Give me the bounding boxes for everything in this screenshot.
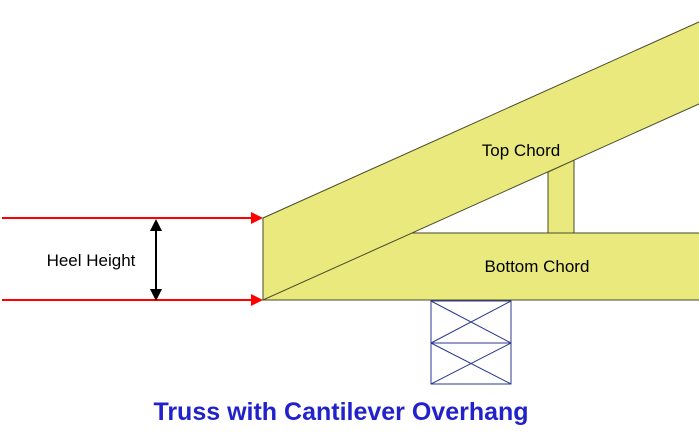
red-arrow-top-head (251, 212, 263, 224)
wall-x-bottom-diagonal-2 (430, 342, 512, 385)
diagram-title: Truss with Cantilever Overhang (153, 398, 528, 426)
wall-bracing (430, 300, 512, 385)
web-member-shape (547, 159, 575, 234)
heel-height-label: Heel Height (47, 251, 136, 270)
heel-height-dimension-arrowhead-up (150, 219, 162, 231)
bottom-chord-label: Bottom Chord (485, 257, 590, 276)
red-arrow-bottom-head (251, 294, 263, 306)
wall-x-top-diagonal-2 (430, 300, 512, 344)
top-chord-shape (262, 21, 699, 301)
top-chord-label: Top Chord (482, 141, 560, 160)
heel-height-dimension-arrowhead-down (150, 289, 162, 301)
